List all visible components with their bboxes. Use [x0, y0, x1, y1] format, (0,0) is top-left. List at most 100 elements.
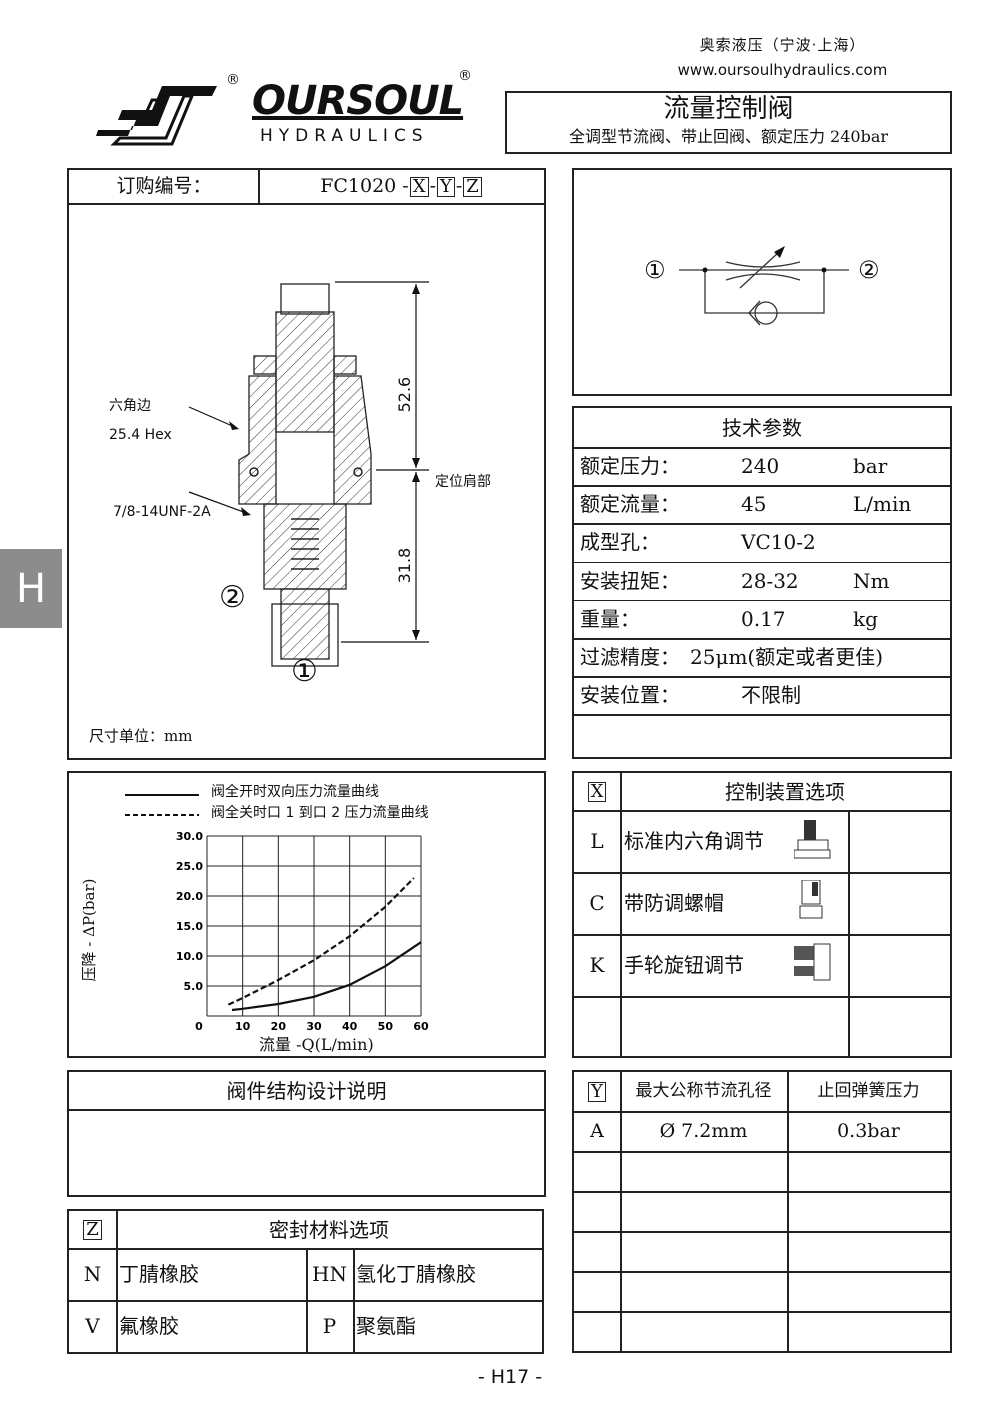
z-options-title: 密封材料选项 [269, 1217, 389, 1242]
dim-52-6: 52.6 [395, 376, 415, 413]
orifice-code: A [590, 1119, 604, 1142]
x-tick-label: 30 [306, 1020, 322, 1033]
registered-mark: ® [226, 72, 240, 88]
z-key: Z [83, 1219, 102, 1240]
spec-unit: bar [853, 454, 888, 478]
section-tab-h[interactable]: H [0, 549, 62, 628]
seal-code: HN [312, 1262, 347, 1286]
specs-table: 技术参数 额定压力： 240 bar 额定流量： 45 L/min 成型孔： V… [572, 406, 952, 759]
flow-control-check-valve-symbol [679, 246, 849, 326]
y-col-spring: 止回弹簧压力 [817, 1081, 920, 1102]
y-axis-label: 压降 - ΔP(bar) [80, 878, 98, 982]
dash: - [455, 175, 463, 198]
y-col-orifice: 最大公称节流孔径 [635, 1081, 772, 1102]
website[interactable]: www.oursoulhydraulics.com [677, 61, 888, 79]
spec-value: VC10-2 [741, 530, 816, 555]
orifice-options-table: Y 最大公称节流孔径 止回弹簧压力 A Ø 7.2mm 0.3bar [572, 1070, 952, 1353]
hex-label: 六角边 [109, 398, 151, 414]
y-tick-label: 20.0 [176, 890, 203, 903]
handknob-icon [794, 943, 831, 981]
thread-spec: 7/8-14UNF-2A [113, 504, 211, 520]
seal-code: V [85, 1314, 100, 1338]
seal-code: P [322, 1314, 337, 1338]
y-tick-label: 25.0 [176, 860, 203, 873]
y-tick-label: 5.0 [184, 980, 204, 993]
tamper-cap-icon [799, 880, 823, 919]
registered-mark: ® [458, 68, 472, 84]
solid-series-line [231, 941, 422, 1012]
logo: ® OURSOUL ® HYDRAULICS [92, 68, 472, 148]
z-placeholder: Z [463, 176, 482, 197]
page-subtitle: 全调型节流阀、带止回阀、额定压力 240bar [568, 127, 889, 146]
spec-value: 0.17 [741, 606, 786, 631]
dash: - [429, 175, 436, 198]
hydraulic-symbol-box: ① ② [572, 168, 952, 396]
logo-mark-icon [96, 86, 217, 146]
legend-dashed-label: 阀全关时口 1 到口 2 压力流量曲线 [211, 805, 429, 821]
x-tick-label: 10 [235, 1020, 251, 1033]
symbol-port-2: ② [858, 256, 880, 284]
company-name: 奥索液压（宁波·上海） [699, 36, 866, 54]
spec-label: 过滤精度： [580, 645, 680, 669]
spec-value: 28-32 [741, 568, 799, 593]
dim-31-8: 31.8 [395, 547, 415, 584]
orifice-size: Ø 7.2mm [659, 1119, 748, 1142]
x-option-code: L [590, 829, 604, 853]
legend-lines [125, 794, 199, 816]
control-options-table: X 控制装置选项 L 标准内六角调节 C 带防调螺帽 K 手轮旋钮调节 [572, 771, 952, 1058]
model-code: FC1020 - [320, 175, 409, 198]
y-tick-label: 15.0 [176, 920, 203, 933]
spec-label: 额定压力： [580, 454, 680, 478]
spec-label: 重量： [580, 606, 640, 631]
page-number: - H17 - [477, 1366, 543, 1388]
seal-label: 氢化丁腈橡胶 [356, 1262, 476, 1286]
specs-title: 技术参数 [722, 415, 802, 440]
x-tick-label: 40 [342, 1020, 358, 1033]
seal-label: 聚氨酯 [356, 1314, 416, 1338]
spec-value: 240 [741, 454, 780, 478]
hex-size: 25.4 Hex [109, 427, 172, 443]
seal-code: N [83, 1262, 102, 1286]
spec-label: 额定流量： [580, 492, 680, 517]
x-key: X [587, 781, 607, 802]
spec-unit: kg [853, 606, 878, 631]
hex-adjust-icon [794, 820, 831, 859]
x-option-label: 标准内六角调节 [624, 829, 764, 853]
port-2-label: ② [219, 580, 246, 615]
spec-unit: L/min [853, 492, 912, 517]
legend-solid-label: 阀全开时双向压力流量曲线 [211, 784, 379, 800]
y-key: Y [588, 1081, 606, 1102]
spring-pressure: 0.3bar [837, 1119, 900, 1142]
x-option-code: C [589, 891, 605, 915]
unit-note: 尺寸单位：mm [89, 727, 193, 745]
page-title: 流量控制阀 [663, 94, 794, 124]
order-label: 订购编号： [116, 175, 212, 198]
spec-label: 安装扭矩： [580, 568, 680, 593]
design-description-box: 阀件结构设计说明 [67, 1070, 546, 1197]
title-box: 流量控制阀 全调型节流阀、带止回阀、额定压力 240bar [505, 91, 952, 154]
spec-value: 45 [741, 492, 767, 517]
port-1-label: ① [291, 654, 318, 689]
x-axis-label: 流量 -Q(L/min) [259, 1035, 374, 1054]
y-tick-label: 30.0 [176, 830, 203, 843]
spec-label: 成型孔： [580, 530, 660, 555]
x-tick-label: 50 [378, 1020, 394, 1033]
order-box: 订购编号： FC1020 - X- Y- Z 六角边 25.4 Hex 7/8-… [67, 168, 546, 760]
symbol-port-1: ① [644, 256, 666, 284]
spec-unit: Nm [853, 568, 890, 593]
dashed-series-line [227, 877, 415, 1006]
spec-value: 不限制 [741, 683, 801, 708]
x-options-title: 控制装置选项 [725, 779, 845, 804]
shoulder-label: 定位肩部 [435, 474, 491, 490]
description-title: 阀件结构设计说明 [226, 1078, 387, 1103]
spec-label: 安装位置： [580, 683, 680, 708]
x-tick-label: 20 [271, 1020, 287, 1033]
x-option-label: 手轮旋钮调节 [624, 953, 744, 977]
brand-subtitle: HYDRAULICS [260, 126, 429, 146]
brand-name: OURSOUL [252, 78, 464, 124]
valve-cross-section-drawing [188, 281, 429, 667]
y-placeholder: Y [436, 176, 455, 197]
x-option-code: K [589, 953, 605, 977]
